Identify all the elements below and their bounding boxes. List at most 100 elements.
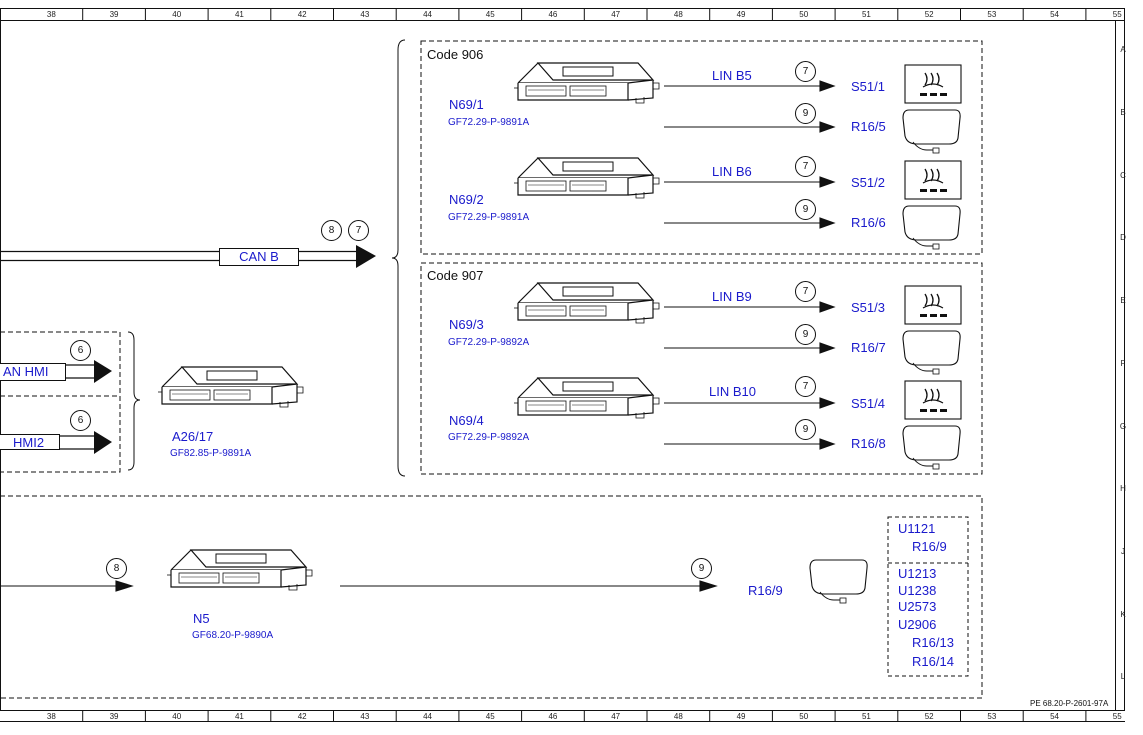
ruler-column-bottom: 53 [987,712,997,721]
module-name-n5: N5 [193,611,210,626]
group-label-code-907: Code 907 [427,268,484,283]
ruler-row-letter: B [1120,108,1126,118]
ruler-column-top: 45 [485,10,495,19]
ruler-column-bottom: 49 [736,712,746,721]
target-label-r16-6: R16/6 [851,215,886,230]
bus-label-can-b: CAN B [219,248,299,266]
ruler-row-letter: D [1120,233,1126,243]
module-name-n69-3: N69/3 [449,317,484,332]
ruler-column-top: 47 [611,10,621,19]
target-label-r16-8: R16/8 [851,436,886,451]
ruler-column-top: 39 [109,10,119,19]
ruler-column-bottom: 39 [109,712,119,721]
ruler-column-top: 52 [924,10,934,19]
ruler-row-letter: J [1121,546,1125,556]
ruler-column-top: 48 [673,10,683,19]
circle-ref-r16-5: 9 [795,103,816,124]
module-name-a26-17: A26/17 [172,429,214,444]
module-ref-n69-4: GF72.29-P-9892A [448,432,530,443]
circle-ref-lin-b6: 7 [795,156,816,177]
ruler-row-letter: G [1119,421,1127,431]
ruler-column-top: 49 [736,10,746,19]
ruler-column-top: 55 [1112,10,1122,19]
ruler-column-bottom: 55 [1112,712,1122,721]
ruler-row-letter: C [1120,170,1126,180]
ruler-column-bottom: 54 [1050,712,1059,721]
ruler-column-bottom: 38 [46,712,56,721]
target-label-s51-2: S51/2 [851,175,885,190]
ruler-column-top: 46 [548,10,558,19]
ruler-column-top: 38 [46,10,56,19]
circle-ref-can-b-2: 7 [348,220,369,241]
ruler-column-bottom: 46 [548,712,558,721]
target-label-r16-5: R16/5 [851,119,886,134]
ruler-column-top: 40 [172,10,182,19]
ruler-row-letter: A [1120,45,1126,55]
ruler-column-bottom: 44 [423,712,432,721]
target-label-s51-3: S51/3 [851,300,885,315]
module-ref-a26-17: GF82.85-P-9891A [170,448,252,459]
circle-ref-hmi: 6 [70,340,91,361]
legend-bottom-item-4: R16/13 [912,635,954,650]
link-label-lin-b6: LIN B6 [712,164,752,179]
ruler-column-top: 53 [987,10,997,19]
ruler-column-top: 43 [360,10,370,19]
circle-ref-lin-b10: 7 [795,376,816,397]
ruler-column-bottom: 45 [485,712,495,721]
ruler-row-letter: K [1120,609,1126,619]
module-name-n69-4: N69/4 [449,413,484,428]
legend-bottom-item-5: R16/14 [912,654,954,669]
circle-ref-hmi2: 6 [70,410,91,431]
link-label-lin-b10: LIN B10 [709,384,756,399]
target-label-s51-4: S51/4 [851,396,885,411]
legend-bottom-item-3: U2906 [898,617,937,632]
module-ref-n69-3: GF72.29-P-9892A [448,337,530,348]
ruler-column-top: 42 [297,10,307,19]
module-ref-n5: GF68.20-P-9890A [192,630,274,641]
legend-top-item-0: U1121 [898,521,936,536]
group-label-code-906: Code 906 [427,47,484,62]
ruler-column-top: 44 [423,10,432,19]
target-label-s51-1: S51/1 [851,79,885,94]
circle-ref-r16-6: 9 [795,199,816,220]
bus-label-hmi2: HMI2 [0,434,60,450]
module-ref-n69-2: GF72.29-P-9891A [448,212,530,223]
legend-bottom-item-2: U2573 [898,599,937,614]
link-label-lin-b5: LIN B5 [712,68,752,83]
legend-bottom-item-1: U1238 [898,583,937,598]
legend-top-item-1: R16/9 [912,539,947,554]
ruler-column-bottom: 52 [924,712,934,721]
bus-label-can-hmi: AN HMI [0,363,66,381]
ruler-column-bottom: 50 [799,712,809,721]
target-label-r16-9: R16/9 [748,583,783,598]
link-label-lin-b9: LIN B9 [712,289,752,304]
ruler-column-top: 41 [234,10,244,19]
ruler-column-top: 50 [799,10,809,19]
ruler-column-bottom: 42 [297,712,307,721]
circle-ref-n5-out: 9 [691,558,712,579]
module-ref-n69-1: GF72.29-P-9891A [448,117,530,128]
ruler-column-top: 54 [1050,10,1059,19]
ruler-column-bottom: 40 [172,712,182,721]
ruler-column-bottom: 48 [673,712,683,721]
target-label-r16-7: R16/7 [851,340,886,355]
footer-reference: PE 68.20-P-2601-97A [1030,699,1109,708]
module-name-n69-1: N69/1 [449,97,484,112]
circle-ref-r16-7: 9 [795,324,816,345]
circle-ref-can-b-1: 8 [321,220,342,241]
circle-ref-r16-8: 9 [795,419,816,440]
ruler-row-letter: F [1120,358,1126,368]
ruler-column-top: 51 [861,10,871,19]
ruler-row-letter: E [1120,296,1126,306]
ruler-column-bottom: 51 [861,712,871,721]
ruler-column-bottom: 43 [360,712,370,721]
module-name-n69-2: N69/2 [449,192,484,207]
ruler-row-letter: L [1120,672,1126,682]
ruler-column-bottom: 41 [234,712,244,721]
circle-ref-lin-b5: 7 [795,61,816,82]
ruler-column-bottom: 47 [611,712,621,721]
legend-bottom-item-0: U1213 [898,566,937,581]
ruler-row-letter: H [1120,484,1126,494]
circle-ref-n5-in: 8 [106,558,127,579]
